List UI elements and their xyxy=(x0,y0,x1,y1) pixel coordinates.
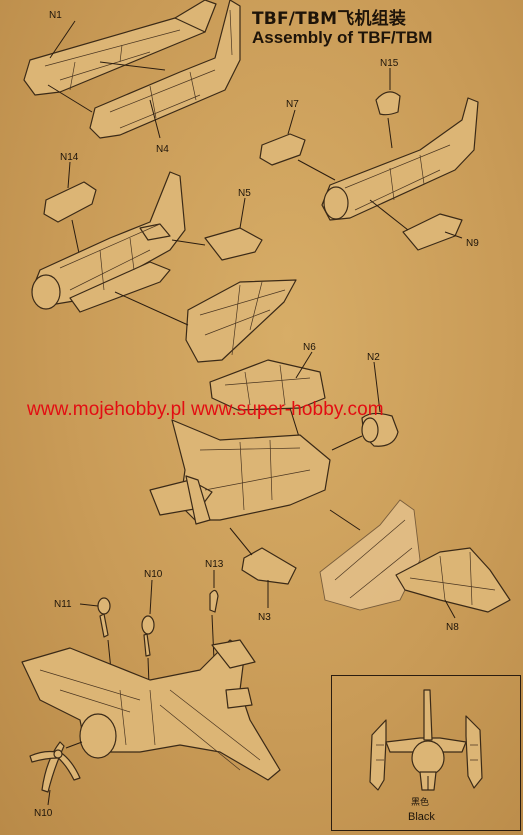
label-n10-prop: N10 xyxy=(34,808,53,819)
leader-n7 xyxy=(287,109,296,135)
leader-n1 xyxy=(49,20,76,59)
leader-n9 xyxy=(444,231,463,239)
leader-n5 xyxy=(239,197,246,229)
canopy-n15 xyxy=(375,91,401,116)
part-n14 xyxy=(43,181,97,223)
arrow-n5 xyxy=(171,239,206,246)
part-n7 xyxy=(259,133,306,166)
arrow-n1-n4 xyxy=(47,84,93,113)
gear-n11 xyxy=(97,597,111,638)
leader-n14 xyxy=(67,161,71,189)
part-n3 xyxy=(241,547,297,585)
arrow-n9 xyxy=(369,199,409,231)
leader-n8 xyxy=(444,599,456,619)
inset-box xyxy=(331,675,521,831)
arrow-n7 xyxy=(297,159,336,181)
label-n10-upper: N10 xyxy=(144,569,163,580)
wing-ghost-right xyxy=(319,499,421,611)
label-n9: N9 xyxy=(466,238,479,249)
title-english: Assembly of TBF/TBM xyxy=(252,28,433,47)
label-n14: N14 xyxy=(60,152,79,163)
wing-left-middle xyxy=(185,279,297,363)
label-n2: N2 xyxy=(367,352,380,363)
fuselage-assembly-upper-right xyxy=(321,97,479,221)
arrow-n13 xyxy=(211,614,215,661)
final-airframe xyxy=(21,639,281,781)
arrow-n1-n4-upper xyxy=(99,61,166,71)
part-n5 xyxy=(204,227,263,261)
arrow-propeller xyxy=(65,741,83,749)
title-chinese: TBF/TBM飞机组装 xyxy=(252,9,407,29)
arrow-n4-label xyxy=(149,99,161,139)
label-n3: N3 xyxy=(258,612,271,623)
label-n13: N13 xyxy=(205,559,224,570)
fuselage-half-n4 xyxy=(89,0,241,139)
inset-color-english: Black xyxy=(408,811,435,823)
label-n8: N8 xyxy=(446,622,459,633)
fuselage-assembly-left xyxy=(31,171,186,313)
fuselage-half-n1 xyxy=(23,0,217,96)
leader-n11 xyxy=(79,603,99,607)
cowl-n2 xyxy=(361,412,399,447)
watermark-text: www.mojehobby.pl www.super-hobby.com xyxy=(27,399,384,420)
leader-n10-upper xyxy=(149,579,153,615)
label-n4: N4 xyxy=(156,144,169,155)
inset-folded-wing-view xyxy=(369,689,483,791)
arrow-n2 xyxy=(331,435,363,451)
label-n11: N11 xyxy=(54,599,72,610)
wing-n8 xyxy=(395,547,511,613)
leader-n6 xyxy=(295,351,313,379)
arrow-n15 xyxy=(387,117,393,149)
leader-n10-prop xyxy=(47,789,51,806)
leader-n2 xyxy=(373,361,381,413)
label-n1: N1 xyxy=(49,10,62,21)
fuselage-assembly-center xyxy=(149,419,331,525)
arrow-n3 xyxy=(229,527,253,556)
propeller-n10 xyxy=(29,741,81,793)
inset-color-chinese: 黑色 xyxy=(411,798,430,808)
gear-n10-upper xyxy=(141,615,155,657)
label-n6: N6 xyxy=(303,342,316,353)
label-n5: N5 xyxy=(238,188,251,199)
arrow-wing-left xyxy=(114,291,189,326)
wing-n6 xyxy=(209,359,326,411)
label-n15: N15 xyxy=(380,58,399,69)
gear-n13 xyxy=(209,589,219,613)
arrow-wing-ghost xyxy=(329,509,361,531)
part-n9 xyxy=(402,213,463,251)
label-n7: N7 xyxy=(286,99,299,110)
